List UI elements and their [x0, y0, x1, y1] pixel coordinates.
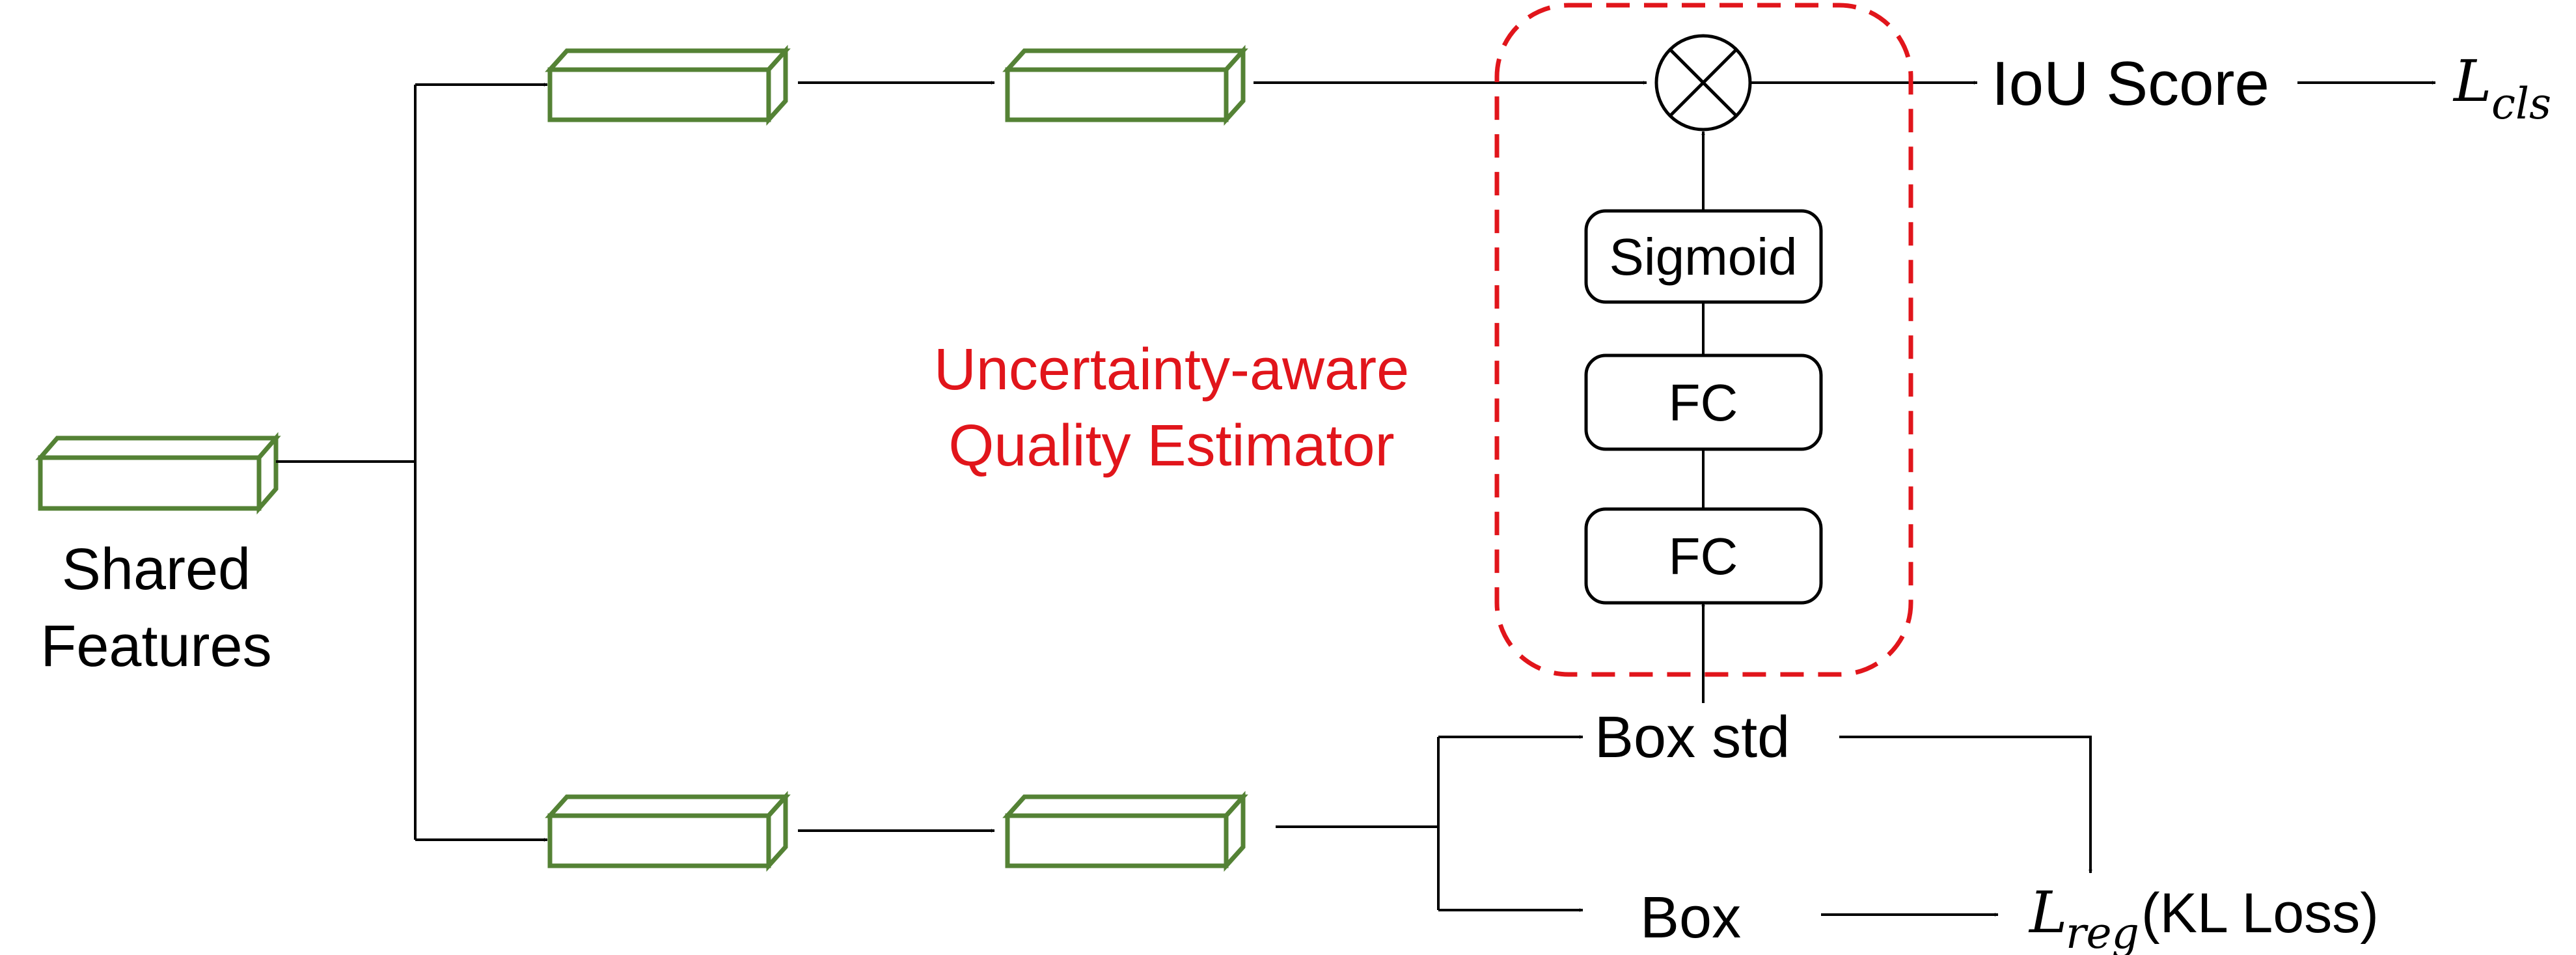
iou-score-label: IoU Score: [1992, 49, 2269, 118]
kl-loss-label: (KL Loss): [2141, 882, 2379, 945]
circle-times-icon: [1654, 34, 1752, 131]
sigmoid-box: [1584, 209, 1823, 304]
estimator-title-line2: Quality Estimator: [948, 413, 1394, 478]
quality-estimator-region: [1494, 3, 1913, 677]
fc-upper-box: [1584, 353, 1823, 451]
l-cls-main: L: [2452, 48, 2491, 115]
fc-upper-label: FC: [1669, 374, 1738, 432]
fc-lower-box: [1584, 507, 1823, 605]
fc-lower-label: FC: [1669, 527, 1738, 585]
cls-branch-block-1: [545, 44, 791, 126]
shared-features-label-line2: Features: [40, 614, 271, 679]
l-reg-label: L reg (KL Loss): [2028, 879, 2379, 955]
cls-branch-block-2: [1002, 44, 1248, 126]
l-cls-label: L cls: [2452, 48, 2551, 129]
boxstd-to-lreg-arrow: [1839, 736, 2092, 874]
sigmoid-label: Sigmoid: [1609, 228, 1797, 286]
reg-branch-block-1: [545, 790, 791, 872]
estimator-title-line1: Uncertainty-aware: [934, 337, 1409, 402]
box-label: Box: [1640, 885, 1741, 950]
l-reg-sub: reg: [2066, 908, 2139, 955]
shared-features-block: [35, 432, 281, 515]
l-reg-main: L: [2028, 879, 2067, 946]
reg-branch-block-2: [1002, 790, 1248, 872]
shared-features-label-line1: Shared: [62, 537, 251, 602]
l-cls-sub: cls: [2491, 79, 2551, 129]
box-std-label: Box std: [1595, 705, 1790, 770]
